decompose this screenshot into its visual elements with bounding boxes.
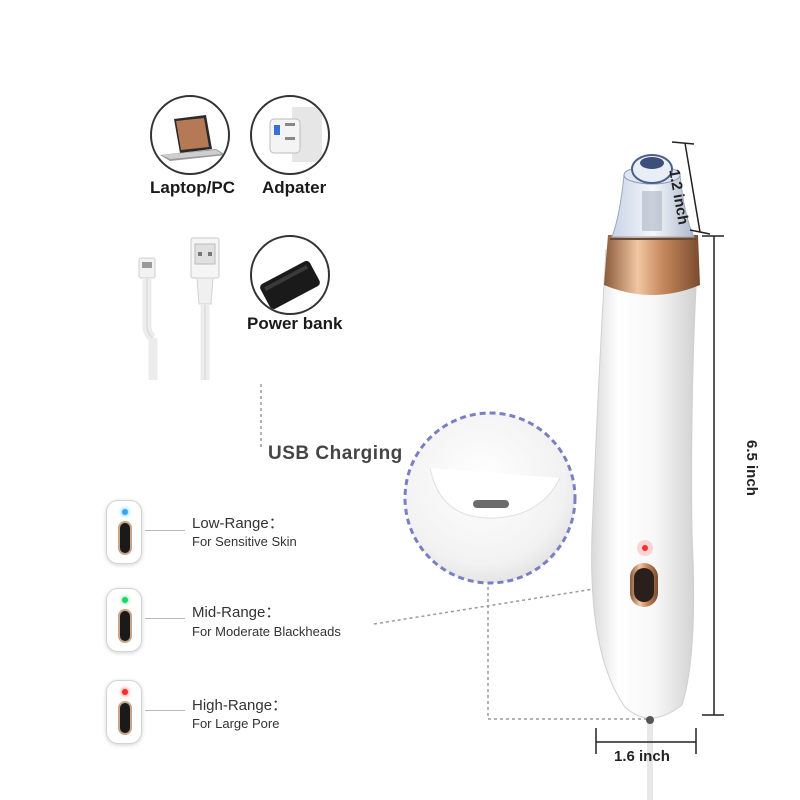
low-range-subtitle: For Sensitive Skin [192,534,297,549]
button-slot [118,609,132,643]
adapter-label: Adpater [262,178,327,197]
usb-port-zoom [403,411,577,585]
led-green [122,597,128,603]
button-leader-line [373,583,626,625]
button-slot [118,701,132,735]
laptop-circle [150,95,230,175]
power-bank-circle [250,235,330,315]
high-range-subtitle: For Large Pore [192,716,280,731]
high-range-button[interactable] [106,680,142,744]
mid-range-title: Mid-Range： [192,604,281,621]
laptop-label: Laptop/PC [150,178,235,197]
power-bank-icon [260,260,320,310]
low-range-title: Low-Range： [192,515,284,532]
led-red [122,689,128,695]
low-range-button[interactable] [106,500,142,564]
adapter-circle [250,95,330,175]
mid-range-button[interactable] [106,588,142,652]
blackhead-remover-device [591,154,700,800]
usb-charging-label: USB Charging [268,443,403,464]
led-blue [122,509,128,515]
power-bank-label: Power bank [247,314,343,333]
port-leader-line [487,587,648,720]
high-range-connector [145,710,185,711]
mid-range-subtitle: For Moderate Blackheads [192,624,341,639]
length-dimension-label: 6.5 inch [743,440,760,496]
mid-range-connector [145,618,185,619]
usb-leader-line [260,384,262,450]
low-range-connector [145,530,185,531]
wall-adapter-icon [269,107,322,162]
width-dimension-label: 1.6 inch [614,748,670,765]
usb-cable-icon [138,237,220,380]
dimension-lines [595,141,724,754]
high-range-title: High-Range： [192,697,288,714]
laptop-icon [160,115,226,161]
button-slot [118,521,132,555]
